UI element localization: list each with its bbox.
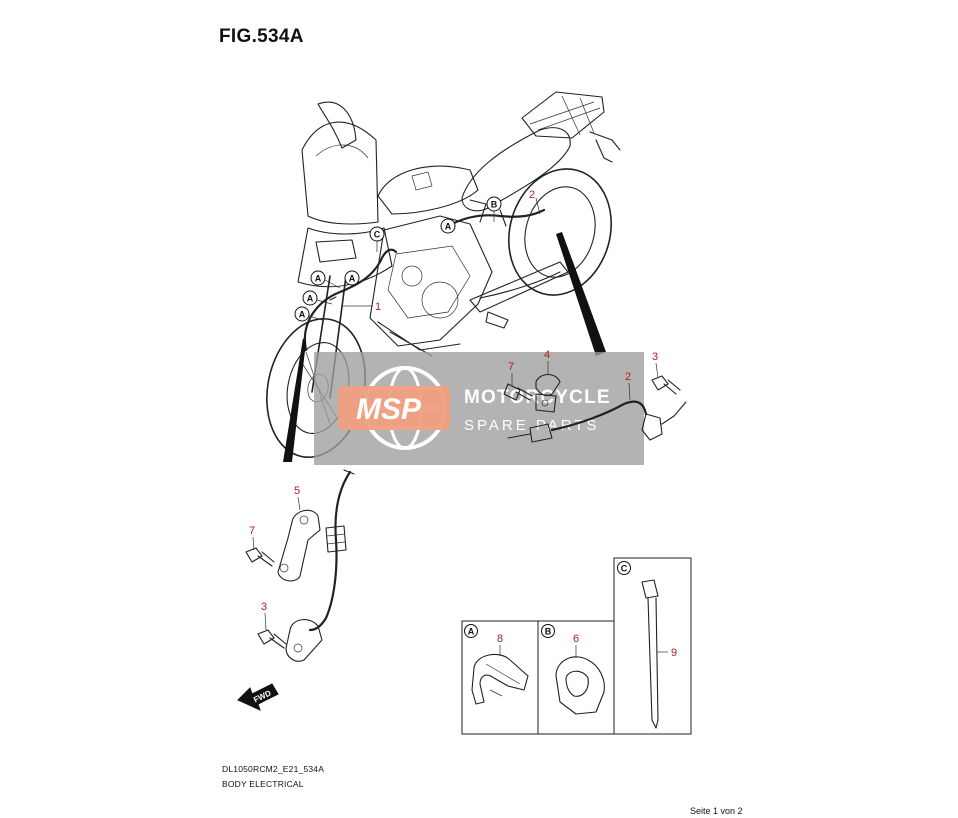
ref-letter-a: A	[349, 274, 356, 284]
ref-letter-a: A	[307, 294, 314, 304]
detail-box-c	[613, 557, 692, 735]
watermark: MSP MOTORCYCLE SPARE PARTS	[314, 352, 644, 465]
detail-boxes: A B C	[461, 557, 692, 735]
callout-2-top: 2	[529, 189, 535, 201]
harness-clamp-refs: A A A A C A B	[294, 196, 502, 322]
watermark-logo: MSP	[356, 393, 422, 426]
callout-4: 4	[544, 349, 550, 361]
ref-letter-a: A	[315, 274, 322, 284]
section-name: BODY ELECTRICAL	[222, 779, 304, 789]
arrow-icon	[237, 683, 279, 711]
watermark-logo-box	[338, 386, 450, 430]
leader-lines	[342, 197, 541, 307]
watermark-brand: MOTORCYCLE	[464, 387, 611, 408]
ref-letter-b: B	[491, 200, 498, 210]
callout-7-right: 7	[508, 361, 514, 373]
fig-title: FIG.534A	[219, 26, 304, 47]
ref-letter-a: A	[445, 222, 452, 232]
callout-numbers: 1 2 7 4 3 2 5 7 3 8 6 9	[249, 189, 677, 659]
rear-sensor-detail	[503, 373, 687, 443]
model-code: DL1050RCM2_E21_534A	[222, 764, 325, 774]
detail-pointer-arrows	[283, 232, 606, 462]
fwd-arrow: FWD	[237, 683, 279, 711]
callout-9: 9	[671, 647, 677, 659]
callout-3-left: 3	[261, 601, 267, 613]
callout-1: 1	[375, 301, 381, 313]
callout-2: 2	[625, 371, 631, 383]
callout-5: 5	[294, 485, 300, 497]
callout-8: 8	[497, 633, 503, 645]
callout-7-left: 7	[249, 525, 255, 537]
box-letter-a: A	[468, 627, 475, 637]
page-indicator: Seite 1 von 2	[690, 806, 743, 816]
box-letter-c: C	[621, 564, 628, 574]
ref-letter-c: C	[374, 230, 381, 240]
callout-6: 6	[573, 633, 579, 645]
ref-letter-a: A	[299, 310, 306, 320]
watermark-sub: SPARE PARTS	[464, 417, 600, 434]
front-sensor-detail	[245, 469, 355, 662]
box-letter-b: B	[545, 627, 552, 637]
callout-3-right: 3	[652, 351, 658, 363]
